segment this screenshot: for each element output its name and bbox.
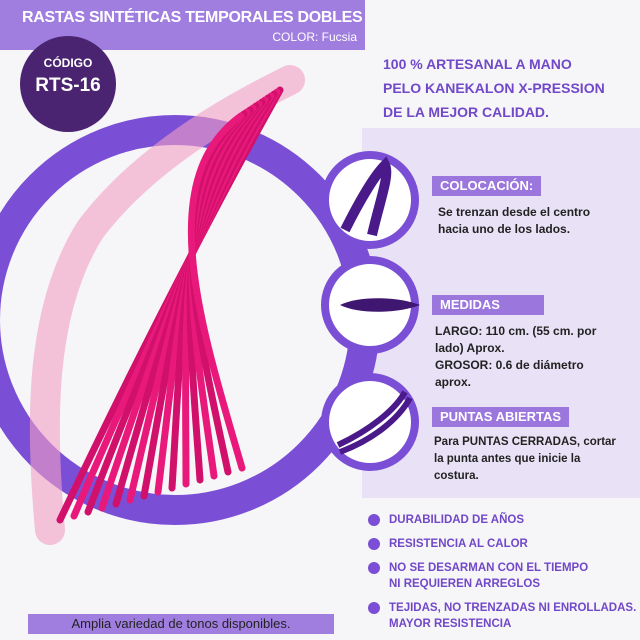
benefit-text: MAYOR RESISTENCIA xyxy=(389,618,512,630)
benefit-text: DURABILIDAD DE AÑOS xyxy=(389,514,525,526)
intro-line: DE LA MEJOR CALIDAD. xyxy=(383,104,549,120)
benefit-text: NI REQUIEREN ARREGLOS xyxy=(389,578,541,590)
feature-desc-colocacion: Se trenzan desde el centro hacia uno de … xyxy=(438,204,590,238)
feature-title-colocacion: COLOCACIÓN: xyxy=(432,176,542,196)
benefit-text: RESISTENCIA AL CALOR xyxy=(389,538,528,550)
code-value: RTS-16 xyxy=(35,75,101,96)
intro-line: 100 % ARTESANAL A MANO xyxy=(383,56,572,72)
footer-banner: Amplia variedad de tonos disponibles. xyxy=(28,614,334,634)
bullet-icon xyxy=(368,602,380,614)
desc-line: lado) Aprox. xyxy=(435,341,505,355)
bullet-icon xyxy=(368,562,380,574)
desc-line: Se trenzan desde el centro xyxy=(438,205,591,219)
bullet-icon xyxy=(368,514,380,526)
benefit-text: TEJIDAS, NO TRENZADAS NI ENROLLADAS. xyxy=(389,602,637,614)
desc-line: hacia uno de los lados. xyxy=(438,222,571,236)
desc-line: GROSOR: 0.6 de diámetro xyxy=(435,358,584,372)
product-color: COLOR: Fucsia xyxy=(272,30,357,44)
desc-line: Para PUNTAS CERRADAS, cortar xyxy=(434,436,616,448)
hair-strand xyxy=(187,112,246,472)
intro-text: 100 % ARTESANAL A MANO PELO KANEKALON X-… xyxy=(383,52,605,124)
benefit-item: RESISTENCIA AL CALOR xyxy=(368,536,636,552)
benefits-list: DURABILIDAD DE AÑOS RESISTENCIA AL CALOR… xyxy=(368,512,636,640)
hair-image xyxy=(29,65,305,545)
feature-desc-medidas: LARGO: 110 cm. (55 cm. por lado) Aprox. … xyxy=(435,323,596,391)
detail-circles xyxy=(321,151,420,471)
benefit-text: NO SE DESARMAN CON EL TIEMPO xyxy=(389,562,589,574)
code-badge: CÓDIGO RTS-16 xyxy=(20,36,116,132)
desc-line: LARGO: 110 cm. (55 cm. por xyxy=(435,324,597,338)
desc-line: la punta antes que inicie la xyxy=(434,453,581,465)
feature-title-medidas: MEDIDAS xyxy=(432,295,544,315)
benefit-item: DURABILIDAD DE AÑOS xyxy=(368,512,636,528)
desc-line: costura. xyxy=(434,470,479,482)
benefit-item: NO SE DESARMAN CON EL TIEMPO NI REQUIEREN… xyxy=(368,560,636,592)
benefit-item: TEJIDAS, NO TRENZADAS NI ENROLLADAS. MAYO… xyxy=(368,600,636,632)
code-label: CÓDIGO xyxy=(43,56,93,70)
product-title: RASTAS SINTÉTICAS TEMPORALES DOBLES xyxy=(22,9,363,26)
bullet-icon xyxy=(368,538,380,550)
feature-title-puntas: PUNTAS ABIERTAS xyxy=(432,407,570,427)
desc-line: aprox. xyxy=(435,375,472,389)
feature-desc-puntas: Para PUNTAS CERRADAS, cortar la punta an… xyxy=(434,434,616,485)
intro-line: PELO KANEKALON X-PRESSION xyxy=(383,80,605,96)
